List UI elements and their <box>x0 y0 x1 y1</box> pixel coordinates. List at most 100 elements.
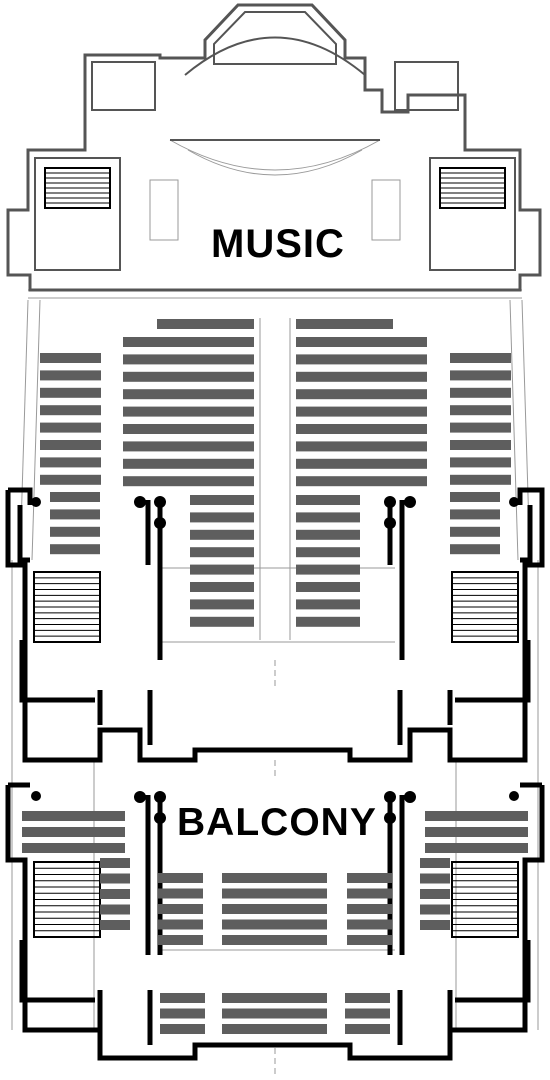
pew <box>347 935 392 945</box>
pew <box>425 827 528 837</box>
pew <box>450 544 500 555</box>
pew <box>222 904 327 914</box>
pew <box>160 1024 205 1034</box>
pew <box>100 904 130 915</box>
pew <box>158 935 203 945</box>
pew <box>190 495 254 505</box>
pew <box>160 993 205 1003</box>
pew <box>222 919 327 930</box>
pew <box>190 512 254 523</box>
pew <box>450 440 511 450</box>
pew <box>296 564 360 575</box>
balcony-pews <box>22 811 528 1034</box>
pew <box>345 1008 390 1019</box>
pew <box>40 353 101 363</box>
music-area-label: MUSIC <box>211 222 345 266</box>
pew <box>450 422 511 433</box>
pew <box>50 509 100 520</box>
pew <box>296 476 427 487</box>
pew <box>345 1024 390 1034</box>
pew <box>420 889 450 899</box>
pew <box>190 529 254 540</box>
pew <box>296 319 393 329</box>
pew <box>420 904 450 915</box>
pew <box>222 935 327 945</box>
pew <box>158 888 203 899</box>
pew <box>190 599 254 610</box>
balcony-area-label: BALCONY <box>177 801 377 844</box>
pew <box>296 547 360 558</box>
pew <box>296 354 427 365</box>
pew <box>123 476 254 487</box>
pew <box>40 440 101 450</box>
pew <box>420 920 450 930</box>
pew <box>123 441 254 452</box>
pew <box>22 827 125 837</box>
pew <box>160 1008 205 1019</box>
pew <box>347 888 392 899</box>
pew <box>100 889 130 899</box>
pew <box>450 526 500 537</box>
pew <box>222 888 327 899</box>
pew <box>123 389 254 400</box>
pew <box>100 858 130 868</box>
pew <box>296 371 427 382</box>
pew <box>123 458 254 469</box>
pew <box>450 474 511 485</box>
pew <box>296 616 360 627</box>
pew <box>425 843 528 853</box>
pew <box>296 529 360 540</box>
pew <box>296 458 427 469</box>
pew <box>40 405 101 416</box>
pew <box>100 920 130 930</box>
pew <box>123 337 254 347</box>
pew <box>450 387 511 398</box>
pew <box>296 441 427 452</box>
main-level-walls <box>5 487 545 763</box>
pew <box>347 919 392 930</box>
main-floor-pews <box>40 319 511 627</box>
pew <box>296 406 427 417</box>
pew <box>123 424 254 434</box>
pew <box>347 873 392 883</box>
pew <box>296 599 360 610</box>
pew <box>222 873 327 883</box>
pew <box>450 370 511 381</box>
pew <box>40 422 101 433</box>
pew <box>50 544 100 555</box>
pew <box>123 406 254 417</box>
pew <box>22 811 125 821</box>
pew <box>222 1024 327 1034</box>
pew <box>296 582 360 592</box>
pew <box>40 457 101 468</box>
pew <box>123 371 254 382</box>
pew <box>190 547 254 558</box>
pew <box>347 904 392 914</box>
pew <box>296 512 360 523</box>
pew <box>450 457 511 468</box>
pew <box>222 993 327 1003</box>
pew <box>40 387 101 398</box>
pew <box>190 582 254 592</box>
pew <box>222 1008 327 1019</box>
pew <box>345 993 390 1003</box>
pew <box>450 509 500 520</box>
pew <box>425 811 528 821</box>
pew <box>158 873 203 883</box>
pew <box>296 337 427 347</box>
pew <box>450 405 511 416</box>
pew <box>296 424 427 434</box>
pew <box>50 526 100 537</box>
pew <box>50 492 100 502</box>
pew <box>22 843 125 853</box>
pew <box>190 564 254 575</box>
pew <box>296 495 360 505</box>
pew <box>158 904 203 914</box>
upper-outline <box>6 3 542 292</box>
pew <box>157 319 254 329</box>
pew <box>420 873 450 884</box>
pew <box>40 474 101 485</box>
pew <box>450 492 500 502</box>
pew <box>420 858 450 868</box>
